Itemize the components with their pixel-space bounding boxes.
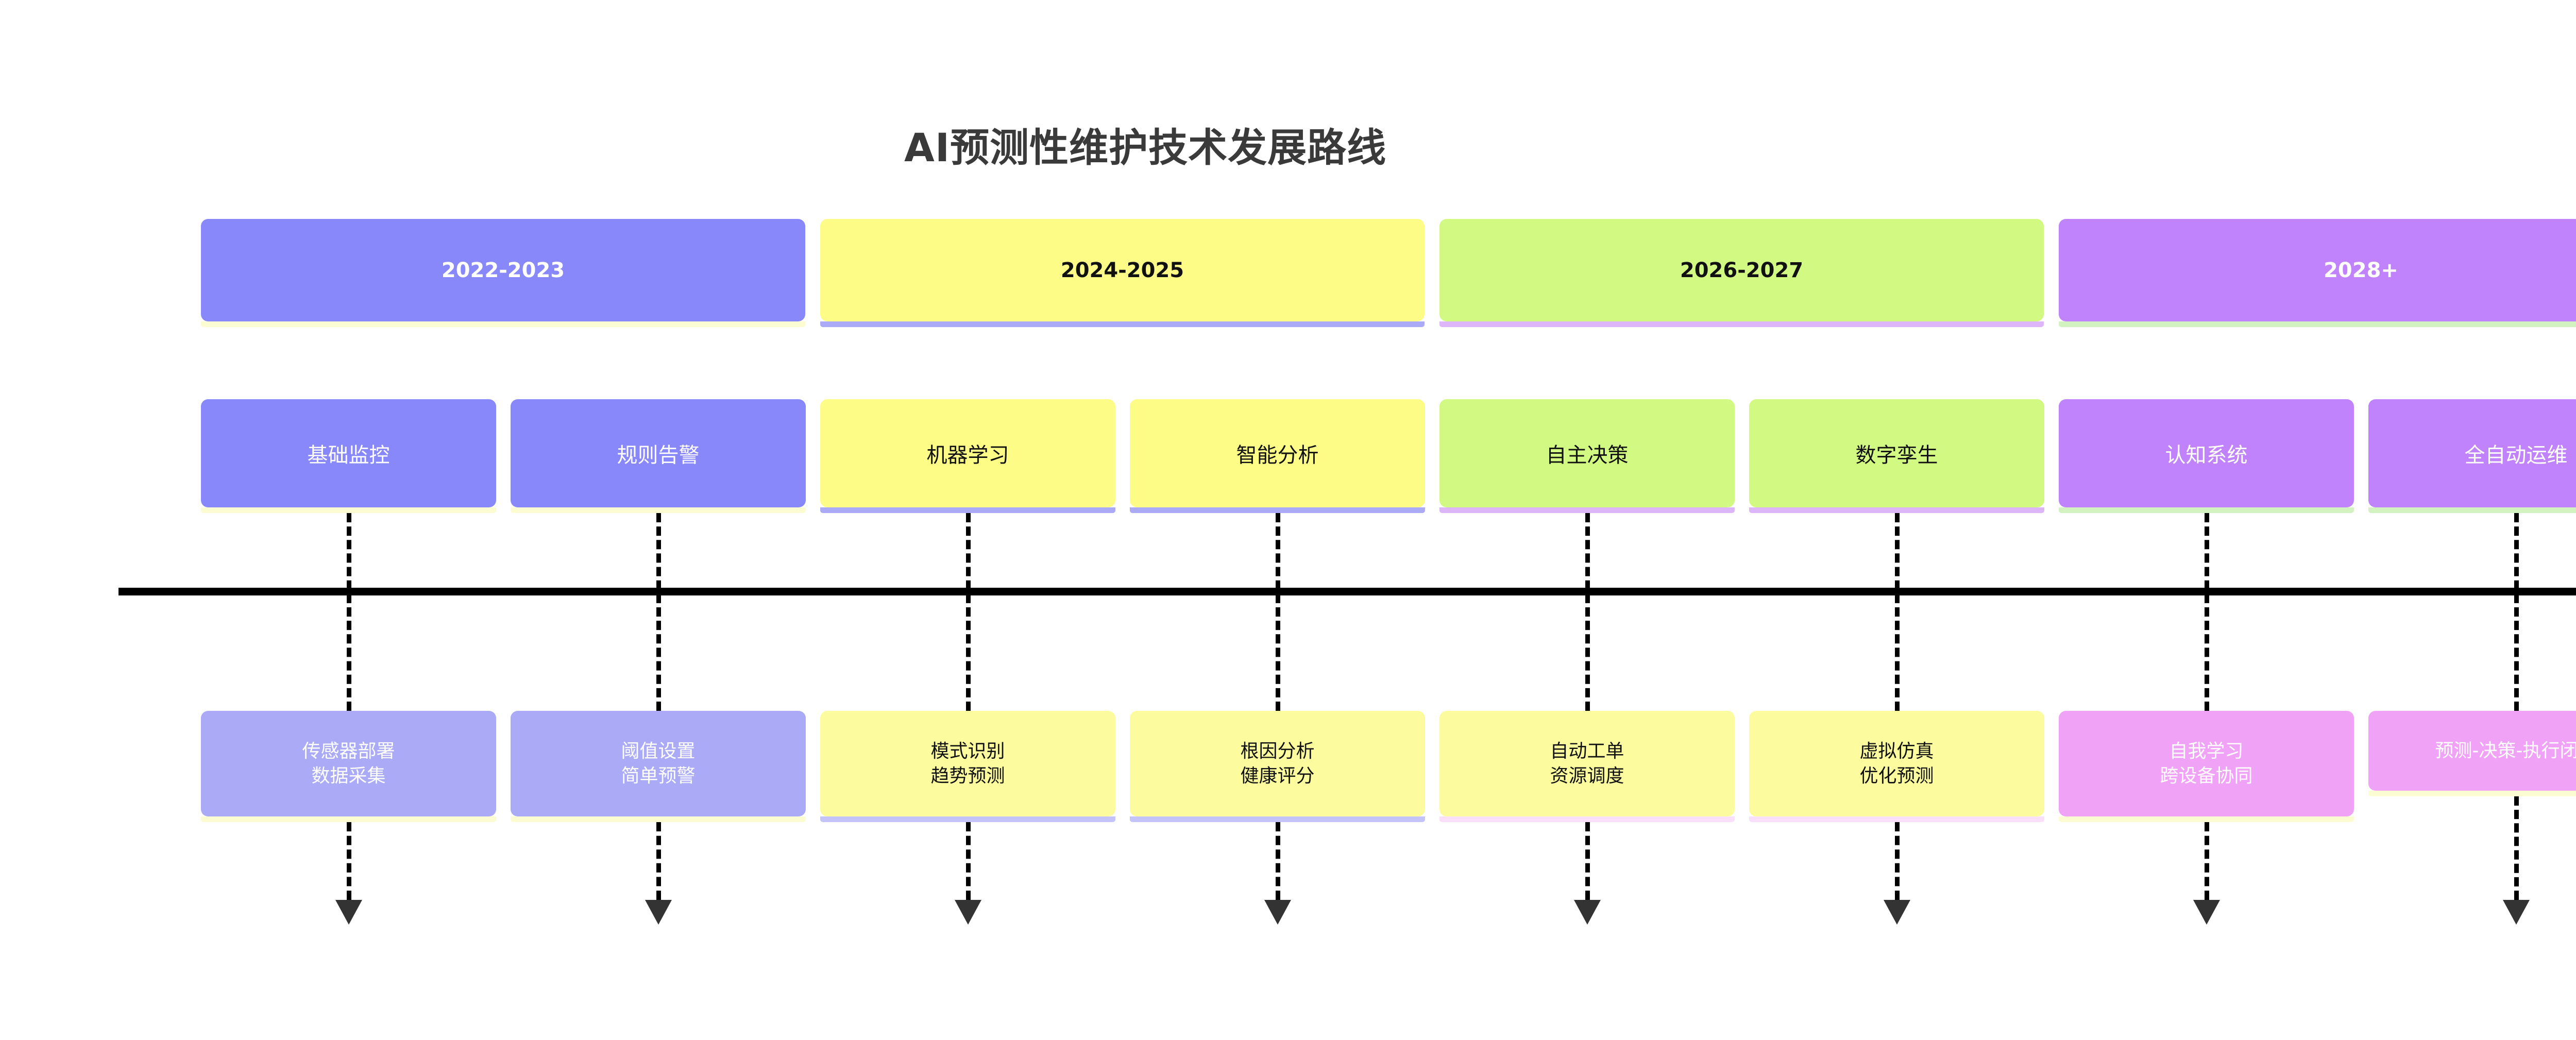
detail-box-shadow xyxy=(1749,816,2044,822)
era-bar-2[interactable]: 2024-2025 xyxy=(820,219,1425,321)
detail-line-1: 阈值设置 xyxy=(621,740,696,762)
detail-line-1: 预测-决策-执行闭环 xyxy=(2435,740,2576,761)
connector-dashed-upper xyxy=(2204,513,2209,711)
connector-dashed-lower xyxy=(2514,796,2519,900)
era-bar-shadow xyxy=(2059,321,2576,327)
connector-dashed-upper xyxy=(1275,513,1280,711)
detail-line-1: 自动工单 xyxy=(1550,740,1624,762)
technology-label: 规则告警 xyxy=(617,444,700,467)
detail-box-4[interactable]: 根因分析健康评分 xyxy=(1130,711,1425,816)
technology-box-8[interactable]: 全自动运维 xyxy=(2368,399,2576,507)
technology-box-6[interactable]: 数字孪生 xyxy=(1749,399,2044,507)
detail-box-shadow xyxy=(1439,816,1735,822)
connector-arrow-icon xyxy=(2502,900,2530,925)
era-bar-shadow xyxy=(820,321,1425,327)
technology-box-4[interactable]: 智能分析 xyxy=(1130,399,1425,507)
detail-box-3[interactable]: 模式识别趋势预测 xyxy=(820,711,1115,816)
detail-box-2[interactable]: 阈值设置简单预警 xyxy=(511,711,806,816)
connector-arrow-icon xyxy=(645,900,672,925)
era-period-label: 2024-2025 xyxy=(1060,258,1184,282)
detail-box-shadow xyxy=(1130,816,1425,822)
technology-label: 认知系统 xyxy=(2165,444,2248,467)
technology-label: 智能分析 xyxy=(1236,444,1319,467)
technology-label: 机器学习 xyxy=(926,444,1009,467)
connector-dashed-lower xyxy=(346,822,351,900)
connector-dashed-lower xyxy=(965,822,971,900)
era-bar-1[interactable]: 2022-2023 xyxy=(201,219,805,321)
detail-line-2: 资源调度 xyxy=(1550,765,1624,787)
detail-line-1: 传感器部署 xyxy=(302,740,395,762)
detail-line-2: 数据采集 xyxy=(311,765,386,787)
detail-box-7[interactable]: 自我学习跨设备协同 xyxy=(2059,711,2354,816)
technology-box-shadow xyxy=(201,507,496,513)
technology-box-shadow xyxy=(511,507,806,513)
detail-box-shadow xyxy=(511,816,806,822)
connector-dashed-lower xyxy=(2204,822,2209,900)
detail-line-1: 自我学习 xyxy=(2169,740,2244,762)
connector-dashed-upper xyxy=(1585,513,1590,711)
connector-arrow-icon xyxy=(1573,900,1601,925)
detail-line-2: 健康评分 xyxy=(1240,765,1315,787)
connector-arrow-icon xyxy=(1264,900,1291,925)
era-period-label: 2026-2027 xyxy=(1680,258,1804,282)
detail-line-2: 趋势预测 xyxy=(930,765,1005,787)
technology-label: 基础监控 xyxy=(307,444,390,467)
connector-arrow-icon xyxy=(954,900,981,925)
detail-box-8[interactable]: 预测-决策-执行闭环 xyxy=(2368,711,2576,791)
timeline-axis xyxy=(118,588,2576,595)
connector-dashed-lower xyxy=(1894,822,1900,900)
detail-line-2: 跨设备协同 xyxy=(2160,765,2253,787)
detail-line-2: 简单预警 xyxy=(621,765,696,787)
era-bar-3[interactable]: 2026-2027 xyxy=(1439,219,2044,321)
era-period-label: 2028+ xyxy=(2324,258,2398,282)
detail-box-1[interactable]: 传感器部署数据采集 xyxy=(201,711,496,816)
connector-dashed-upper xyxy=(965,513,971,711)
connector-dashed-upper xyxy=(656,513,661,711)
detail-line-1: 虚拟仿真 xyxy=(1859,740,1934,762)
technology-box-shadow xyxy=(2368,507,2576,513)
connector-arrow-icon xyxy=(335,900,362,925)
connector-dashed-lower xyxy=(656,822,661,900)
detail-box-shadow xyxy=(2059,816,2354,822)
technology-label: 数字孪生 xyxy=(1855,444,1938,467)
era-bar-shadow xyxy=(201,321,805,327)
technology-box-shadow xyxy=(1439,507,1735,513)
detail-box-shadow xyxy=(2368,791,2576,796)
connector-dashed-upper xyxy=(2514,513,2519,711)
connector-dashed-lower xyxy=(1275,822,1280,900)
technology-box-3[interactable]: 机器学习 xyxy=(820,399,1115,507)
detail-line-2: 优化预测 xyxy=(1859,765,1934,787)
detail-line-1: 模式识别 xyxy=(930,740,1005,762)
technology-box-1[interactable]: 基础监控 xyxy=(201,399,496,507)
era-bar-shadow xyxy=(1439,321,2044,327)
technology-box-5[interactable]: 自主决策 xyxy=(1439,399,1735,507)
detail-box-5[interactable]: 自动工单资源调度 xyxy=(1439,711,1735,816)
technology-box-shadow xyxy=(820,507,1115,513)
technology-box-2[interactable]: 规则告警 xyxy=(511,399,806,507)
technology-label: 全自动运维 xyxy=(2464,444,2568,467)
connector-arrow-icon xyxy=(1883,900,1910,925)
connector-dashed-upper xyxy=(1894,513,1900,711)
technology-label: 自主决策 xyxy=(1546,444,1629,467)
detail-box-shadow xyxy=(820,816,1115,822)
connector-dashed-lower xyxy=(1585,822,1590,900)
technology-box-shadow xyxy=(2059,507,2354,513)
era-bar-4[interactable]: 2028+ xyxy=(2059,219,2576,321)
technology-box-shadow xyxy=(1130,507,1425,513)
technology-box-shadow xyxy=(1749,507,2044,513)
detail-line-1: 根因分析 xyxy=(1240,740,1315,762)
technology-box-7[interactable]: 认知系统 xyxy=(2059,399,2354,507)
connector-arrow-icon xyxy=(2193,900,2220,925)
detail-box-6[interactable]: 虚拟仿真优化预测 xyxy=(1749,711,2044,816)
connector-dashed-upper xyxy=(346,513,351,711)
detail-box-shadow xyxy=(201,816,496,822)
era-period-label: 2022-2023 xyxy=(441,258,565,282)
page-title: AI预测性维护技术发展路线 xyxy=(904,125,1387,171)
